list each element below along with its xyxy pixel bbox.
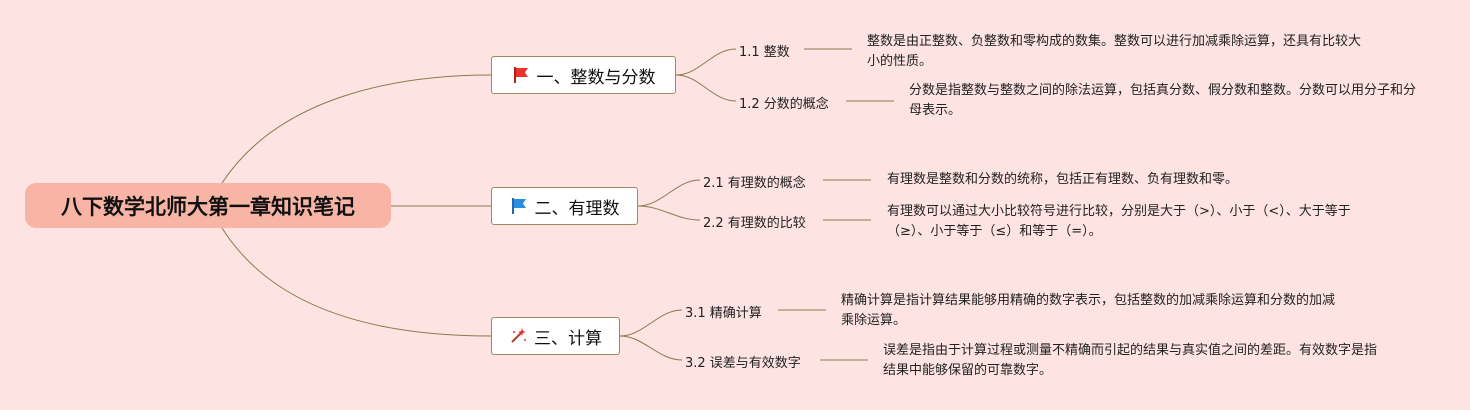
red-flag-icon [513,67,528,83]
blue-flag-icon [511,198,526,214]
connector-root-branch-1 [221,74,492,184]
connector-b3-s1 [619,309,683,337]
connector-b1-s1 [675,48,737,76]
subtopic-1-1-description: 整数是由正整数、负整数和零构成的数集。整数可以进行加减乘除运算，还具有比较大小的… [867,34,1362,69]
connector-b1-s2 [675,74,737,102]
root-topic-label: 八下数学北师大第一章知识笔记 [61,194,355,219]
connector-b3-s2 [619,335,683,361]
subtopic-2-2[interactable]: 2.2 有理数的比较 [703,216,806,231]
subtopic-1-2-description: 分数是指整数与整数之间的除法运算，包括真分数、假分数和整数。分数可以用分子和分母… [909,83,1417,118]
branch-integers-fractions[interactable]: 一、整数与分数 [491,56,676,94]
subtopic-3-2-description: 误差是指由于计算过程或测量不精确而引起的结果与真实值之间的差距。有效数字是指结果… [883,343,1378,378]
branch-label: 一、整数与分数 [536,67,656,88]
root-topic[interactable]: 八下数学北师大第一章知识笔记 [25,183,391,228]
connector-b2-s1 [637,179,701,207]
branch-rational-numbers[interactable]: 二、有理数 [491,187,638,225]
subtopic-1-1[interactable]: 1.1 整数 [739,45,790,60]
branch-label: 三、计算 [534,328,602,349]
subtopic-3-2[interactable]: 3.2 误差与有效数字 [685,356,801,371]
branch-label: 二、有理数 [534,198,620,219]
branch-calculation[interactable]: 三、计算 [491,317,620,355]
subtopic-1-2[interactable]: 1.2 分数的概念 [739,97,829,112]
subtopic-3-1-description: 精确计算是指计算结果能够用精确的数字表示，包括整数的加减乘除运算和分数的加减乘除… [841,293,1336,328]
subtopic-2-2-description: 有理数可以通过大小比较符号进行比较，分别是大于（>）、小于（<）、大于等于（≥）… [887,204,1351,239]
connector-b2-s2 [637,205,701,221]
subtopic-2-1-description: 有理数是整数和分数的统称，包括正有理数、负有理数和零。 [887,172,1239,187]
subtopic-2-1[interactable]: 2.1 有理数的概念 [703,176,806,191]
subtopic-3-1[interactable]: 3.1 精确计算 [685,306,762,321]
magic-wand-icon [511,328,526,343]
connector-root-branch-3 [221,227,492,337]
